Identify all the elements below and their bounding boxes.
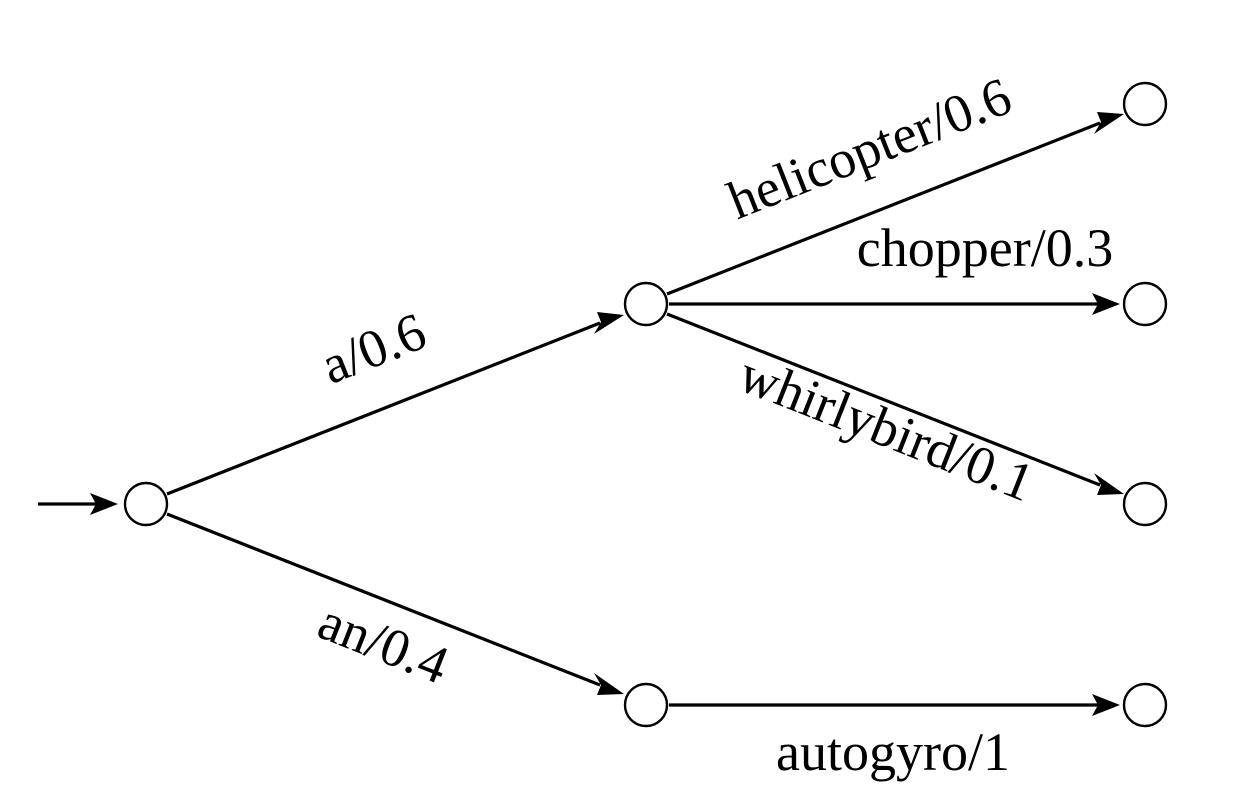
state-node	[623, 281, 669, 327]
start-arrow	[38, 493, 118, 515]
state-node	[123, 481, 169, 527]
state-node	[1122, 281, 1168, 327]
state-node	[1122, 682, 1168, 728]
state-node	[1122, 81, 1168, 127]
edge-chopper: chopper/0.3	[669, 218, 1120, 315]
edge-label-chopper: chopper/0.3	[857, 218, 1113, 278]
edge-label-a: a/0.6	[313, 301, 434, 396]
edge-label-helicopter: helicopter/0.6	[720, 66, 1020, 231]
state-node	[623, 682, 669, 728]
edge-label-an: an/0.4	[311, 591, 457, 696]
edge-label-whirlybird: whirlybird/0.1	[731, 343, 1042, 513]
state-node	[1122, 481, 1168, 527]
edge-an: an/0.4	[166, 512, 624, 696]
edge-autogyro: autogyro/1	[669, 694, 1120, 782]
edge-whirlybird: whirlybird/0.1	[666, 312, 1124, 513]
edge-a: a/0.6	[166, 301, 624, 496]
edge-label-autogyro: autogyro/1	[776, 722, 1010, 782]
